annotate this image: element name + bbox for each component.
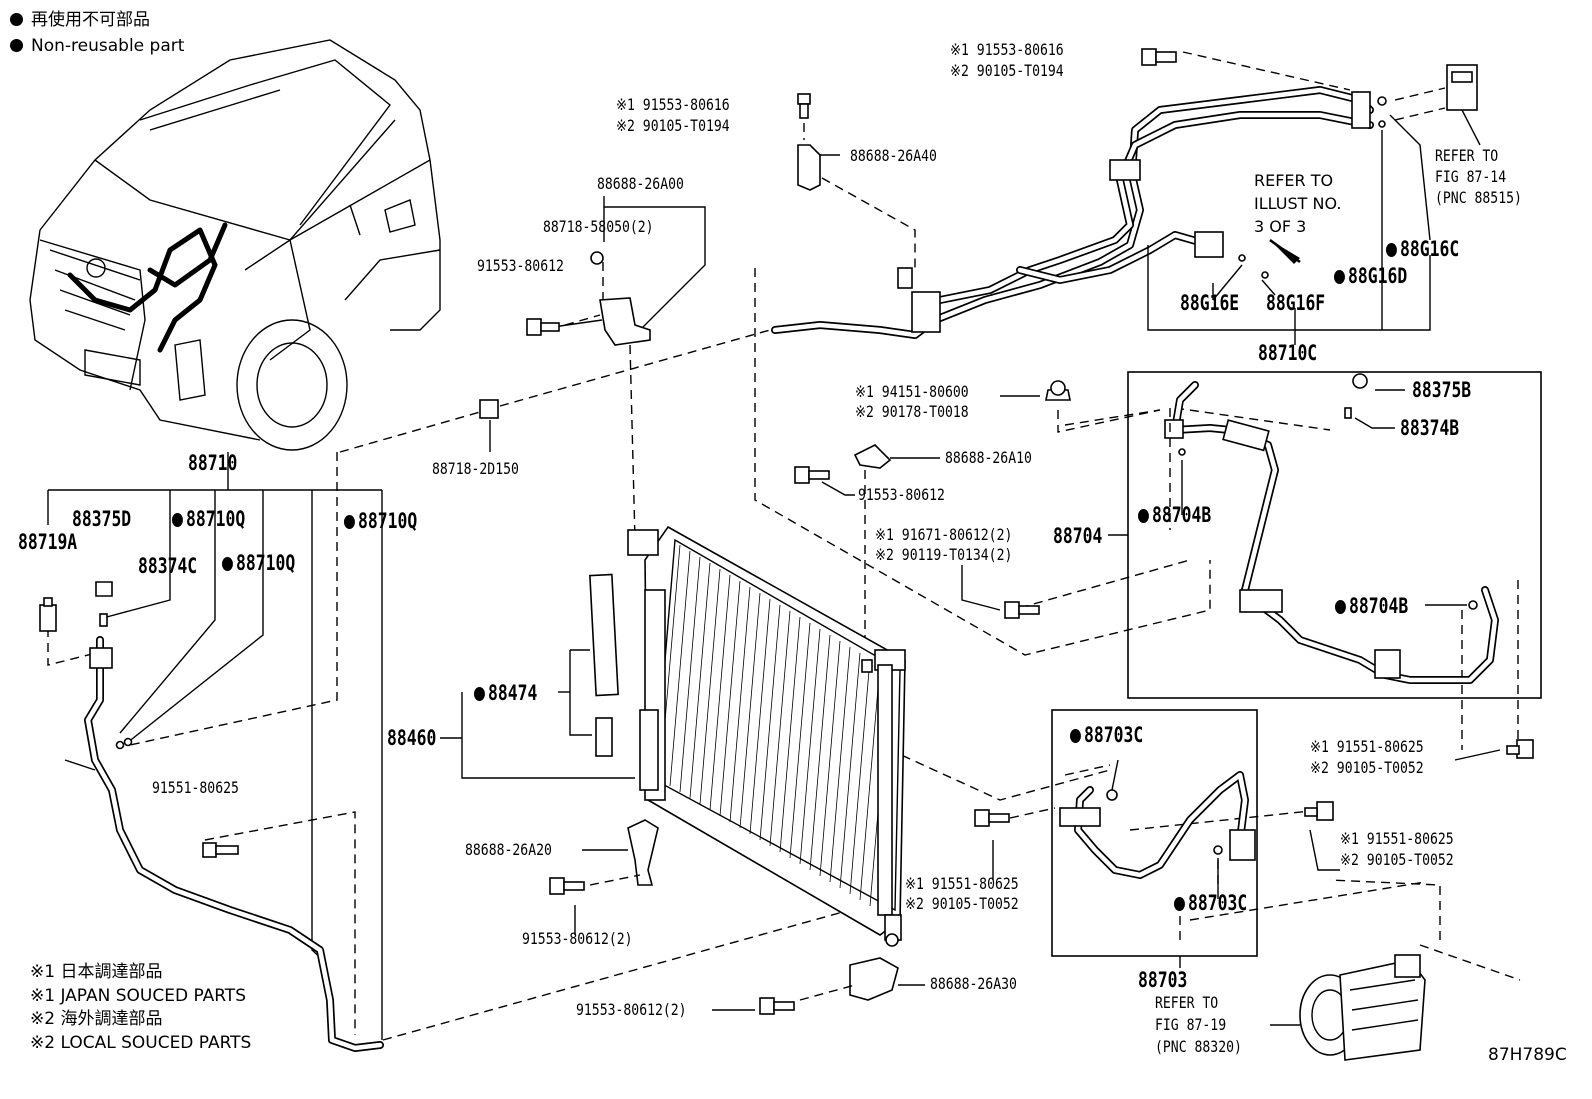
part-label-91551-80625-c[interactable]: ※1 91551-80625 <box>905 874 1019 893</box>
part-label-88703C-b[interactable]: 88703C <box>1174 892 1247 914</box>
part-label-90105-T0194[interactable]: ※2 90105-T0194 <box>616 116 730 135</box>
part-label-88374C[interactable]: 88374C <box>138 554 198 578</box>
refer-illust-line2[interactable]: ILLUST NO. <box>1254 194 1342 213</box>
part-label-90105-T0052-c[interactable]: ※2 90105-T0052 <box>905 894 1019 913</box>
non-reusable-dot-icon <box>1138 509 1149 523</box>
part-label-88474[interactable]: 88474 <box>474 682 537 704</box>
part-label-88460[interactable]: 88460 <box>387 726 437 750</box>
non-reusable-dot-icon <box>344 515 355 529</box>
part-label-94151-80600[interactable]: ※1 94151-80600 <box>855 382 969 401</box>
non-reusable-dot-icon <box>474 687 485 701</box>
part-label-88703C-a[interactable]: 88703C <box>1070 724 1143 746</box>
part-label-88G16F[interactable]: 88G16F <box>1266 291 1326 315</box>
refer-fig-87-19-line2[interactable]: FIG 87-19 <box>1155 1015 1227 1034</box>
part-label-88375B[interactable]: 88375B <box>1412 378 1472 402</box>
part-label-91553-80612-b[interactable]: 91553-80612 <box>858 485 945 504</box>
part-label-90105-T0052-r1[interactable]: ※2 90105-T0052 <box>1310 758 1424 777</box>
part-label-88710[interactable]: 88710 <box>188 451 238 475</box>
part-label-88718-58050[interactable]: 88718-58050(2) <box>543 217 654 236</box>
refer-fig-87-19-line1: REFER TO <box>1155 993 1219 1012</box>
part-label-88G16C[interactable]: 88G16C <box>1386 238 1459 260</box>
part-label-88704B-b[interactable]: 88704B <box>1335 595 1408 617</box>
part-label-88718-2D150[interactable]: 88718-2D150 <box>432 459 519 478</box>
non-reusable-dot-icon <box>1386 243 1397 257</box>
part-label-88688-26A00[interactable]: 88688-26A00 <box>597 174 684 193</box>
part-label-91553-80612[interactable]: 91553-80612 <box>477 256 564 275</box>
condenser-88460 <box>440 525 906 947</box>
part-label-91671-80612[interactable]: ※1 91671-80612(2) <box>875 525 1013 544</box>
refer-fig-87-14-line1: REFER TO <box>1435 146 1499 165</box>
pipe-88710-assembly <box>39 452 851 1052</box>
vehicle-illustration <box>29 39 441 451</box>
part-label-88688-26A40[interactable]: 88688-26A40 <box>850 146 937 165</box>
part-label-88688-26A10[interactable]: 88688-26A10 <box>945 448 1032 467</box>
part-label-88374B[interactable]: 88374B <box>1400 416 1460 440</box>
part-label-91553-80612-2b[interactable]: 91553-80612(2) <box>576 1000 687 1019</box>
footnote-4: ※2 LOCAL SOUCED PARTS <box>30 1033 252 1053</box>
legend-en: Non-reusable part <box>10 36 184 56</box>
part-label-91553-80616[interactable]: ※1 91553-80616 <box>616 95 730 114</box>
diagram-id: 87H789C <box>1488 1045 1567 1065</box>
part-label-88710Q-b[interactable]: 88710Q <box>222 552 295 574</box>
footnote-3: ※2 海外調達部品 <box>30 1009 163 1029</box>
refer-illust-line1: REFER TO <box>1254 171 1334 190</box>
bracket-88688-26A20 <box>549 819 659 935</box>
non-reusable-dot-icon <box>10 13 23 26</box>
part-label-88710Q-c[interactable]: 88710Q <box>344 510 417 532</box>
part-label-90105-T0194-top[interactable]: ※2 90105-T0194 <box>950 61 1064 80</box>
bracket-88688-26A40 <box>797 93 916 270</box>
non-reusable-dot-icon <box>10 39 23 52</box>
bracket-88688-26A00 <box>526 196 706 541</box>
footnote-2: ※1 JAPAN SOUCED PARTS <box>30 986 246 1006</box>
part-label-91551-80625-r2[interactable]: ※1 91551-80625 <box>1340 829 1454 848</box>
refer-illust-line3: 3 OF 3 <box>1254 217 1307 236</box>
refer-fig-87-14-line3: (PNC 88515) <box>1435 188 1522 207</box>
pipe-88710C-assembly <box>771 48 1481 345</box>
part-label-91551-80625-r1[interactable]: ※1 91551-80625 <box>1310 737 1424 756</box>
part-label-88704[interactable]: 88704 <box>1053 524 1103 548</box>
part-label-88710C[interactable]: 88710C <box>1258 341 1318 365</box>
part-label-88710Q-a[interactable]: 88710Q <box>172 508 245 530</box>
bracket-88688-26A30 <box>712 957 925 1015</box>
part-label-91553-80612-2a[interactable]: 91553-80612(2) <box>522 929 633 948</box>
legend-jp: 再使用不可部品 <box>10 10 150 30</box>
part-label-91551-80625[interactable]: 91551-80625 <box>152 778 239 797</box>
part-label-88G16D[interactable]: 88G16D <box>1334 265 1407 287</box>
part-label-90178-T0018[interactable]: ※2 90178-T0018 <box>855 402 969 421</box>
hose-88704-assembly <box>794 371 1542 699</box>
hose-88703-assembly <box>974 709 1534 968</box>
part-label-88703[interactable]: 88703 <box>1138 968 1188 992</box>
non-reusable-dot-icon <box>1070 729 1081 743</box>
part-label-88G16E[interactable]: 88G16E <box>1180 291 1240 315</box>
clip-88718-2D150 <box>339 329 771 453</box>
footnote-1: ※1 日本調達部品 <box>30 962 163 982</box>
part-label-90105-T0052-r2[interactable]: ※2 90105-T0052 <box>1340 850 1454 869</box>
non-reusable-dot-icon <box>1334 270 1345 284</box>
part-label-91553-80616-top[interactable]: ※1 91553-80616 <box>950 40 1064 59</box>
non-reusable-dot-icon <box>1335 600 1346 614</box>
part-label-88719A[interactable]: 88719A <box>18 530 78 554</box>
part-label-88704B-a[interactable]: 88704B <box>1138 504 1211 526</box>
non-reusable-dot-icon <box>1174 897 1185 911</box>
part-label-88375D[interactable]: 88375D <box>72 507 132 531</box>
non-reusable-dot-icon <box>222 557 233 571</box>
part-label-88688-26A30[interactable]: 88688-26A30 <box>930 974 1017 993</box>
refer-fig-87-19-line3: (PNC 88320) <box>1155 1037 1242 1056</box>
part-label-90119-T0134[interactable]: ※2 90119-T0134(2) <box>875 545 1013 564</box>
compressor-illustration <box>1270 954 1426 1061</box>
refer-fig-87-14-line2[interactable]: FIG 87-14 <box>1435 167 1507 186</box>
part-label-88688-26A20[interactable]: 88688-26A20 <box>465 840 552 859</box>
non-reusable-dot-icon <box>172 513 183 527</box>
